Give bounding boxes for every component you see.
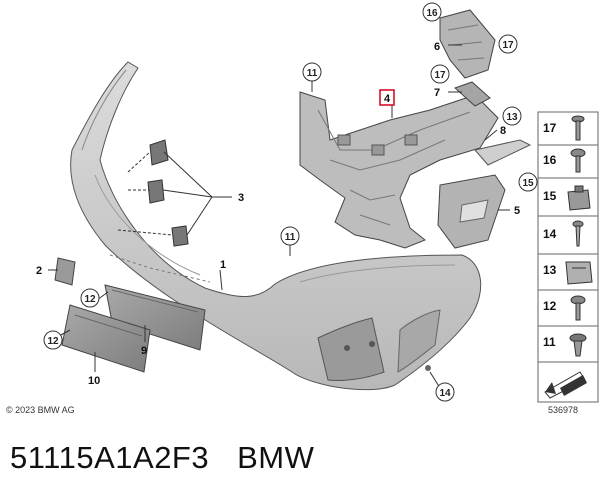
screw-16-icon <box>570 148 586 173</box>
brand-name: BMW <box>237 440 315 475</box>
label-2: 2 <box>36 265 42 277</box>
svg-text:15: 15 <box>522 178 534 189</box>
legend-13: 13 <box>543 263 557 277</box>
bracket-7 <box>454 81 491 107</box>
svg-text:16: 16 <box>426 8 438 19</box>
callout-12b: 12 <box>43 330 63 350</box>
trim-8 <box>474 139 532 166</box>
label-1: 1 <box>220 259 226 271</box>
footer-caption: 51115A1A2F3 BMW <box>10 440 342 476</box>
orientation-arrow-icon <box>544 371 587 399</box>
bumper-cover <box>70 61 482 391</box>
label-8: 8 <box>500 125 506 137</box>
callout-17b: 17 <box>430 64 450 84</box>
legend-14: 14 <box>543 227 557 241</box>
callout-12a: 12 <box>80 288 100 308</box>
label-5: 5 <box>514 205 520 217</box>
screw-17-icon <box>571 115 585 141</box>
legend-11: 11 <box>543 335 556 349</box>
callout-13: 13 <box>502 106 522 126</box>
svg-text:11: 11 <box>307 68 318 79</box>
callout-11b: 11 <box>280 226 300 246</box>
copyright-text: © 2023 BMW AG <box>6 405 75 415</box>
bracket-6 <box>439 9 496 79</box>
svg-text:17: 17 <box>502 40 514 51</box>
rivet-14-icon <box>572 220 584 247</box>
spring-clip-13-icon <box>565 261 593 285</box>
legend-16: 16 <box>543 153 557 167</box>
parts-diagram: 16 17 11 17 13 15 11 12 12 14 4 6 7 <box>36 2 599 403</box>
clip-nut-15-icon <box>567 185 591 211</box>
svg-text:13: 13 <box>506 112 518 123</box>
legend-15: 15 <box>543 189 557 203</box>
callout-11a: 11 <box>302 62 322 82</box>
callout-15: 15 <box>518 172 538 192</box>
callout-17a: 17 <box>498 34 518 54</box>
license-plate-base <box>61 304 151 373</box>
svg-text:14: 14 <box>439 388 451 399</box>
small-bracket-2 <box>54 257 76 286</box>
lower-trim-strip <box>104 284 206 351</box>
part-number: 51115A1A2F3 <box>10 440 210 475</box>
svg-text:12: 12 <box>47 336 59 347</box>
bracket-5 <box>437 174 506 249</box>
figure-id: 536978 <box>548 405 579 415</box>
callout-14: 14 <box>435 382 455 402</box>
fastener-legend: 17 16 15 14 13 12 11 <box>537 111 599 403</box>
svg-text:12: 12 <box>84 294 96 305</box>
svg-text:4: 4 <box>384 93 391 105</box>
legend-17: 17 <box>543 121 557 135</box>
label-3: 3 <box>238 192 244 204</box>
svg-text:17: 17 <box>434 70 446 81</box>
label-10: 10 <box>88 375 100 387</box>
screw-12-icon <box>570 295 586 321</box>
callout-16: 16 <box>422 2 442 22</box>
legend-12: 12 <box>543 299 557 313</box>
label-6: 6 <box>434 41 440 53</box>
label-7: 7 <box>434 87 440 99</box>
svg-text:11: 11 <box>285 232 296 243</box>
label-9: 9 <box>141 345 147 357</box>
label-4-highlight: 4 <box>379 89 395 106</box>
expansion-rivet-11-icon <box>569 333 587 357</box>
carrier-bracket-4 <box>299 91 499 249</box>
clips-3 <box>117 139 189 247</box>
